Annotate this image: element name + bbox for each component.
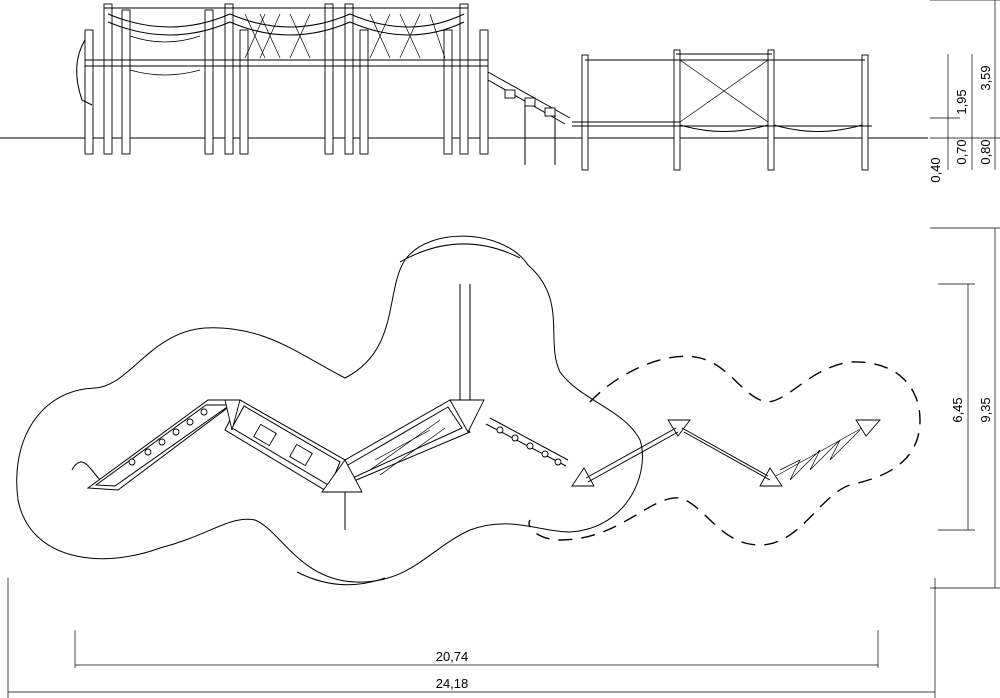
plan-view: 6,45 9,35 20,74 24,18 (7, 227, 1000, 698)
climbing-frame-plan (71, 284, 485, 530)
rope-nets (129, 13, 446, 76)
dim-width-total: 9,35 (978, 397, 993, 422)
elevation-dimension-lines (930, 0, 1000, 170)
bridge-safety-area-dashed (528, 355, 921, 546)
dim-height-deck: 1,95 (954, 89, 969, 114)
dim-length-inner: 20,74 (436, 649, 469, 664)
plan-dimension-lines (7, 227, 1000, 698)
safety-area-outline (16, 235, 643, 583)
dim-height-step-b: 0,80 (978, 139, 993, 164)
dim-length-total: 24,18 (436, 676, 469, 691)
rope-bridge (572, 49, 872, 171)
climbing-frame-posts (84, 3, 489, 155)
side-elevation: 3,59 1,95 0,70 0,80 0,40 (0, 0, 1000, 183)
dim-height-total: 3,59 (978, 65, 993, 90)
dim-depth-below: 0,40 (928, 157, 943, 182)
top-rails (85, 7, 488, 67)
slide-curve (76, 39, 93, 106)
stair-steps (487, 71, 571, 165)
stepping-beam-plan (485, 417, 569, 467)
dim-height-step-a: 0,70 (954, 139, 969, 164)
rope-bridge-plan (571, 419, 881, 487)
dim-width-inner: 6,45 (950, 397, 965, 422)
